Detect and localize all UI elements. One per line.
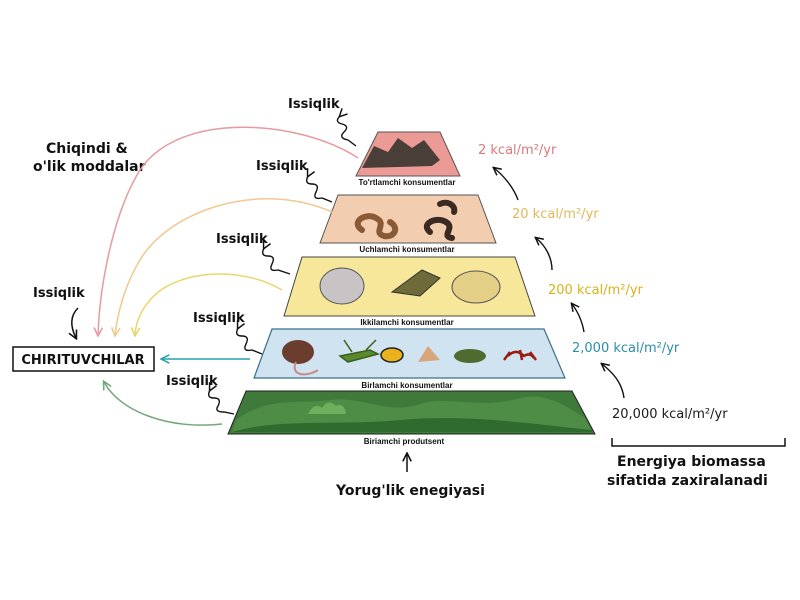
flow-arrow-tertiary bbox=[115, 198, 333, 335]
level-primary-consumers bbox=[253, 328, 566, 379]
level-label-primary: Birlamchi konsumentlar bbox=[361, 381, 452, 390]
energy-values: 20,000 kcal/m²/yr 2,000 kcal/m²/yr 200 k… bbox=[478, 143, 728, 422]
ant bbox=[503, 349, 537, 361]
heat-squiggle-secondary bbox=[261, 248, 291, 275]
flow-arrow-secondary bbox=[135, 273, 283, 335]
decomposer-flows bbox=[72, 126, 359, 426]
mouse-tail bbox=[293, 361, 319, 376]
frog bbox=[451, 270, 501, 304]
pyramid bbox=[227, 131, 596, 435]
waste-line-2: o'lik moddalar bbox=[33, 159, 146, 175]
energy-arrows bbox=[494, 168, 625, 399]
eagles bbox=[362, 138, 440, 168]
heat-label-secondary: Issiqlik bbox=[216, 232, 268, 247]
energy-value-tertiary: 20 kcal/m²/yr bbox=[512, 207, 599, 222]
level-label-quaternary: To'rtlamchi konsumentlar bbox=[359, 178, 456, 187]
grass-dark bbox=[232, 418, 592, 432]
heat-squiggle-producers bbox=[207, 390, 235, 415]
level-labels: Biriamchi produtsent Birlamchi konsument… bbox=[359, 178, 456, 446]
heat-label-tertiary: Issiqlik bbox=[256, 159, 308, 174]
energy-arrow-2 bbox=[572, 304, 585, 333]
decomposers-box bbox=[12, 346, 155, 372]
heat-label-primary: Issiqlik bbox=[193, 311, 245, 326]
waste-line-1: Chiqindi & bbox=[46, 141, 128, 157]
rodent bbox=[319, 267, 365, 305]
heat-label-decomposers: Issiqlik bbox=[33, 286, 85, 301]
energy-value-producers: 20,000 kcal/m²/yr bbox=[612, 407, 728, 422]
heat-squiggle-primary bbox=[235, 328, 263, 355]
snake-dark bbox=[423, 199, 458, 241]
heat-squiggle-quaternary bbox=[336, 116, 357, 147]
energy-value-primary: 2,000 kcal/m²/yr bbox=[572, 341, 680, 356]
heat-squiggle-tertiary bbox=[305, 176, 333, 203]
storage-bracket bbox=[611, 438, 786, 447]
energy-value-secondary: 200 kcal/m²/yr bbox=[548, 283, 644, 298]
energy-arrow-1 bbox=[602, 364, 625, 399]
snake-brown bbox=[354, 213, 399, 240]
energy-arrow-4 bbox=[494, 168, 519, 201]
moth bbox=[418, 346, 440, 362]
level-label-secondary: Ikkilamchi konsumentlar bbox=[360, 318, 453, 327]
mouse bbox=[282, 340, 314, 364]
caterpillar bbox=[454, 349, 486, 363]
level-tertiary-consumers bbox=[319, 194, 497, 244]
flow-arrow-quaternary bbox=[98, 126, 359, 335]
bee bbox=[380, 347, 404, 363]
level-label-producers: Biriamchi produtsent bbox=[364, 437, 445, 446]
level-label-tertiary: Uchlamchi konsumentlar bbox=[359, 245, 454, 254]
heat-label-quaternary: Issiqlik bbox=[288, 97, 340, 112]
heat-label-producers: Issiqlik bbox=[166, 374, 218, 389]
grasshopper bbox=[338, 339, 381, 363]
bird bbox=[390, 269, 441, 297]
storage-line-1: Energiya biomassa bbox=[617, 454, 766, 470]
flow-arrow-heat-left bbox=[72, 307, 79, 338]
bush bbox=[308, 402, 346, 414]
storage-line-2: sifatida zaxiralanadi bbox=[607, 473, 768, 489]
decomposers-label: CHIRITUVCHILAR bbox=[21, 353, 144, 368]
energy-arrow-3 bbox=[536, 238, 553, 271]
heat-labels: Issiqlik Issiqlik Issiqlik Issiqlik Issi… bbox=[33, 97, 357, 415]
energy-value-quaternary: 2 kcal/m²/yr bbox=[478, 143, 557, 158]
flow-arrow-producers bbox=[104, 382, 223, 426]
light-energy-label: Yorug'lik enegiyasi bbox=[335, 483, 485, 499]
